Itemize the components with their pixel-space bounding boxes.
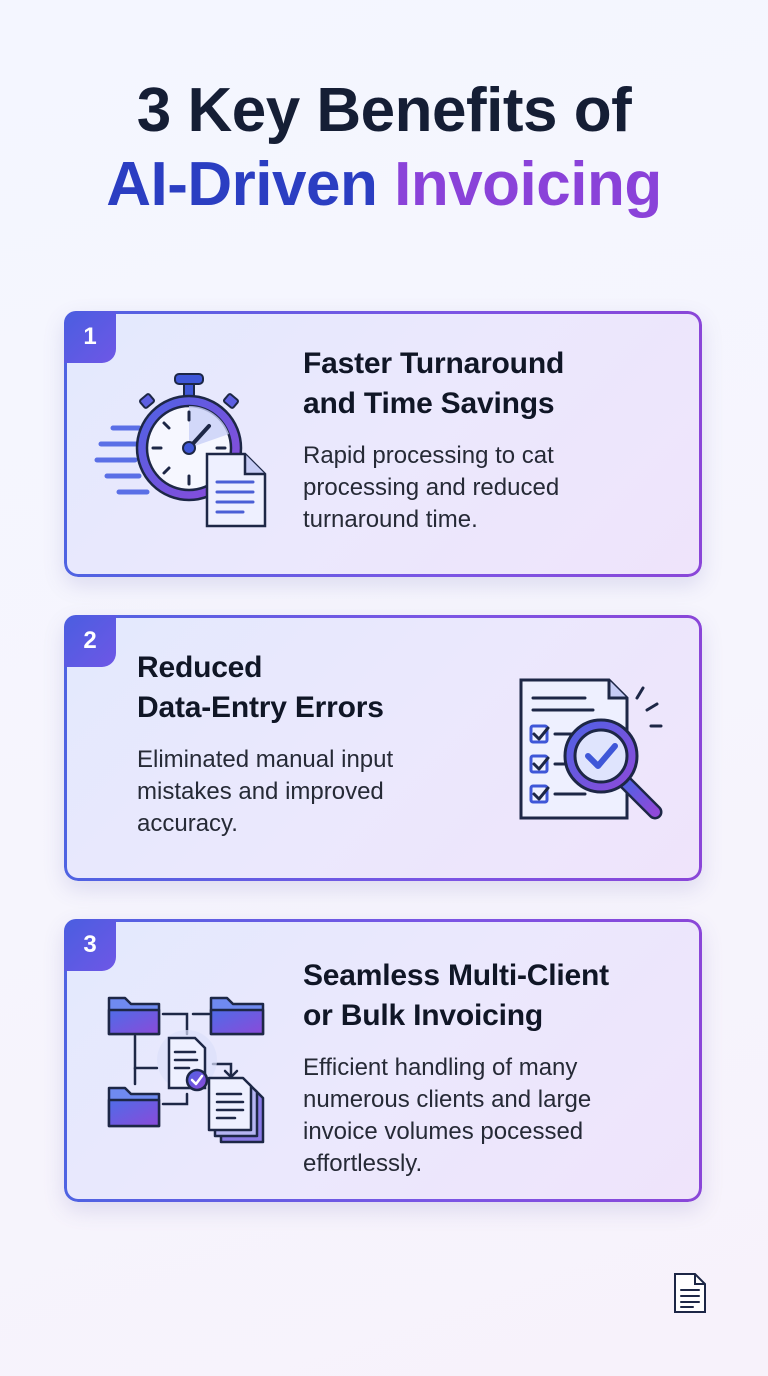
title-highlight-purple: Invoicing [394, 150, 662, 219]
title-line-1: 3 Key Benefits of [136, 76, 632, 145]
benefit-card-1: 1 [64, 311, 702, 577]
benefit-card-2: 2 Reduced Data-Entry Errors Eliminated m… [64, 615, 702, 881]
benefit-heading-line: Seamless Multi-Client [303, 959, 609, 992]
benefit-heading-line: or Bulk Invoicing [303, 999, 543, 1032]
benefit-number-badge: 3 [64, 919, 116, 971]
folders-workflow-icon [107, 996, 265, 1144]
page-title: 3 Key Benefits of AI-Driven Invoicing [0, 74, 768, 222]
title-line-2: AI-Driven Invoicing [0, 148, 768, 222]
benefit-card-3: 3 [64, 919, 702, 1202]
title-highlight-blue: AI-Driven [106, 150, 378, 219]
benefit-heading: Reduced Data-Entry Errors [137, 648, 384, 728]
benefit-heading-line: Faster Turnaround [303, 347, 565, 380]
benefit-heading: Seamless Multi-Client or Bulk Invoicing [303, 956, 609, 1036]
document-icon [674, 1273, 706, 1313]
benefit-heading-line: and Time Savings [303, 387, 555, 420]
benefit-description: Efficient handling of many numerous clie… [303, 1054, 592, 1177]
stopwatch-document-icon [94, 373, 267, 528]
benefit-description: Rapid processing to cat processing and r… [303, 442, 560, 533]
benefit-heading-line: Reduced [137, 651, 263, 684]
benefit-number-badge: 2 [64, 615, 116, 667]
benefit-heading: Faster Turnaround and Time Savings [303, 344, 564, 424]
benefit-description: Eliminated manual input mistakes and imp… [137, 746, 394, 837]
benefit-heading-line: Data-Entry Errors [137, 691, 384, 724]
checklist-magnifier-icon [519, 678, 663, 820]
benefit-number-badge: 1 [64, 311, 116, 363]
